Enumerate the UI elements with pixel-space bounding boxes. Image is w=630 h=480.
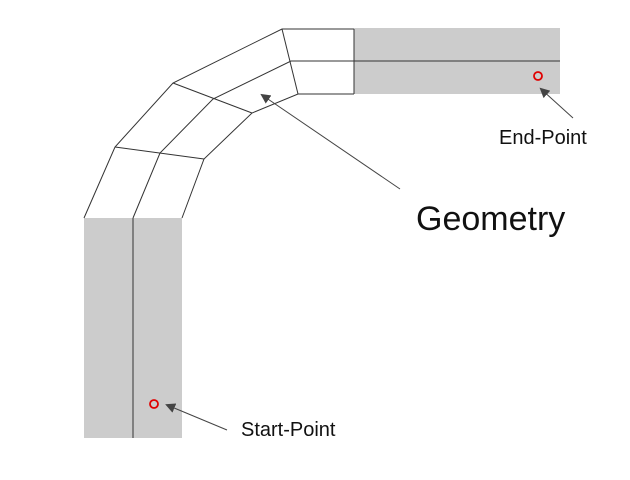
geometry-arrow [260,93,401,190]
bend-section-line-1 [114,146,205,160]
geometry-label: Geometry [416,200,565,238]
end-point-label: End-Point [499,127,587,149]
bend-center-line [132,60,354,219]
bend-section-line-2 [172,82,253,114]
bend-outer-boundary [83,28,354,219]
end-point-arrow [539,87,574,119]
start-point-marker [149,399,159,409]
bend-inner-boundary [181,93,354,219]
bend-section-line-3 [281,28,299,95]
start-point-label: Start-Point [241,419,336,441]
end-point-marker [533,71,543,81]
start-point-arrow [165,403,228,431]
